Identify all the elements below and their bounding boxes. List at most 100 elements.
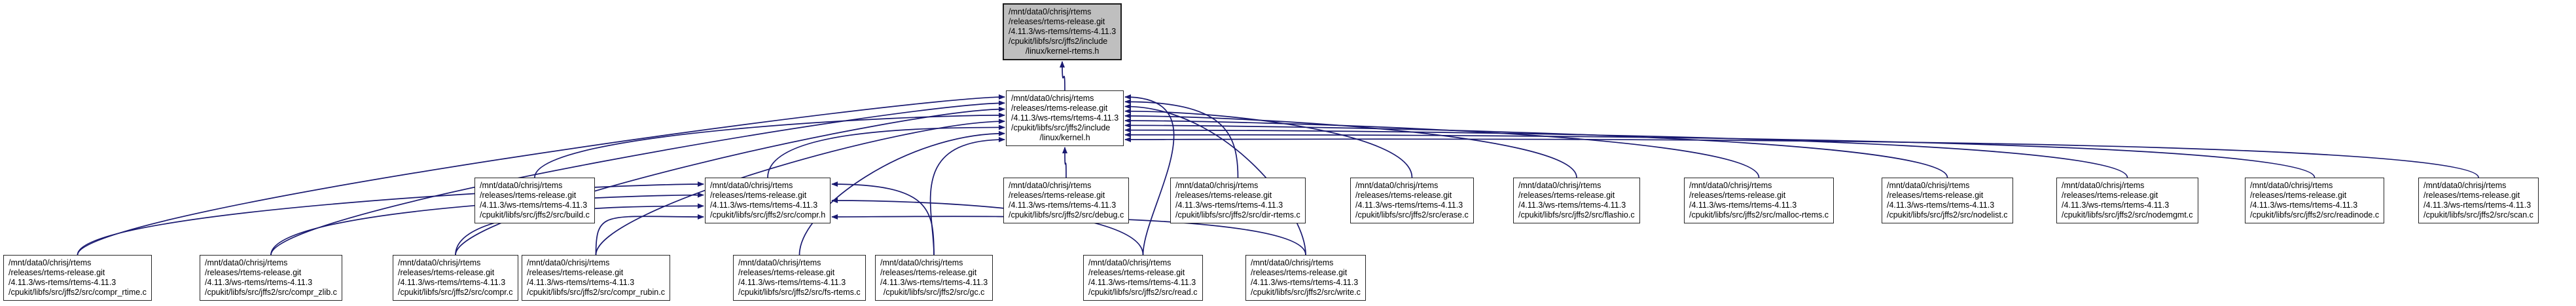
node-path-line: /releases/rtems-release.git [1011, 104, 1108, 113]
graph-node-malloc_rtems_c[interactable]: /mnt/data0/chrisj/rtems/releases/rtems-r… [1684, 178, 1834, 223]
node-path-line: /mnt/data0/chrisj/rtems [9, 258, 92, 267]
node-path-line: /releases/rtems-release.git [2062, 191, 2158, 200]
node-path-line: /cpukit/libfs/src/jffs2/src/compr.h [710, 210, 826, 220]
graph-node-compr_h[interactable]: /mnt/data0/chrisj/rtems/releases/rtems-r… [705, 178, 831, 223]
node-path-line: /releases/rtems-release.git [1009, 191, 1105, 200]
node-path-line: /releases/rtems-release.git [9, 268, 105, 277]
graph-node-nodemgmt_c[interactable]: /mnt/data0/chrisj/rtems/releases/rtems-r… [2056, 178, 2198, 223]
node-path-line: /releases/rtems-release.git [1355, 191, 1452, 200]
node-path-line: /cpukit/libfs/src/jffs2/src/build.c [480, 210, 590, 220]
node-path-line: /4.11.3/ws-rtems/rtems-4.11.3 [1009, 27, 1117, 36]
include-edge-debug_c-to-kernel_h [1062, 147, 1068, 178]
include-edge-readinode_c-to-kernel_h [1124, 132, 2316, 178]
graph-node-debug_c[interactable]: /mnt/data0/chrisj/rtems/releases/rtems-r… [1003, 178, 1130, 223]
node-path-line: /4.11.3/ws-rtems/rtems-4.11.3 [880, 278, 988, 287]
node-path-line: /cpukit/libfs/src/jffs2/src/erase.c [1355, 210, 1469, 220]
include-edge-gc_c-to-kernel_h [929, 137, 1005, 256]
node-path-line: /releases/rtems-release.git [1009, 17, 1105, 26]
graph-node-nodelist_c[interactable]: /mnt/data0/chrisj/rtems/releases/rtems-r… [1882, 178, 2013, 223]
node-path-line: /mnt/data0/chrisj/rtems [1009, 181, 1092, 190]
node-path-line: /4.11.3/ws-rtems/rtems-4.11.3 [1011, 113, 1119, 123]
node-path-line: /mnt/data0/chrisj/rtems [1088, 258, 1172, 267]
node-path-line: /mnt/data0/chrisj/rtems [1251, 258, 1334, 267]
include-edge-read_c-to-kernel_h [1124, 94, 1175, 256]
node-path-line: /4.11.3/ws-rtems/rtems-4.11.3 [205, 278, 313, 287]
graph-node-readinode_c[interactable]: /mnt/data0/chrisj/rtems/releases/rtems-r… [2245, 178, 2385, 223]
node-path-line: /mnt/data0/chrisj/rtems [1518, 181, 1601, 190]
node-path-line: /cpukit/libfs/src/jffs2/src/flashio.c [1518, 210, 1635, 220]
node-path-line: /releases/rtems-release.git [1689, 191, 1786, 200]
node-path-line: /releases/rtems-release.git [710, 191, 807, 200]
include-edge-kernel_h-to-kernel_rtems_h [1060, 61, 1065, 91]
node-path-line: /4.11.3/ws-rtems/rtems-4.11.3 [480, 201, 588, 210]
node-path-line: /cpukit/libfs/src/jffs2/src/dir-rtems.c [1175, 210, 1300, 220]
node-path-line: /linux/kernel.h [1039, 133, 1090, 142]
node-path-line: /4.11.3/ws-rtems/rtems-4.11.3 [2424, 201, 2531, 210]
node-path-line: /mnt/data0/chrisj/rtems [2062, 181, 2145, 190]
include-edge-build_c-to-kernel_h [534, 112, 1005, 178]
graph-node-scan_c[interactable]: /mnt/data0/chrisj/rtems/releases/rtems-r… [2418, 178, 2539, 223]
node-path-line: /4.11.3/ws-rtems/rtems-4.11.3 [738, 278, 846, 287]
graph-node-compr_rtime_c[interactable]: /mnt/data0/chrisj/rtems/releases/rtems-r… [3, 255, 152, 301]
include-edge-erase_c-to-kernel_h [1124, 108, 1413, 178]
graph-node-compr_c[interactable]: /mnt/data0/chrisj/rtems/releases/rtems-r… [393, 255, 518, 301]
include-edge-dir_rtems_c-to-kernel_h [1124, 99, 1239, 178]
graph-node-read_c[interactable]: /mnt/data0/chrisj/rtems/releases/rtems-r… [1083, 255, 1203, 301]
node-path-line: /releases/rtems-release.git [2250, 191, 2347, 200]
graph-node-compr_zlib_c[interactable]: /mnt/data0/chrisj/rtems/releases/rtems-r… [200, 255, 342, 301]
node-path-line: /4.11.3/ws-rtems/rtems-4.11.3 [1251, 278, 1359, 287]
node-path-line: /4.11.3/ws-rtems/rtems-4.11.3 [1009, 201, 1117, 210]
node-path-line: /mnt/data0/chrisj/rtems [1011, 94, 1094, 103]
node-path-line: /mnt/data0/chrisj/rtems [1175, 181, 1259, 190]
graph-node-dir_rtems_c[interactable]: /mnt/data0/chrisj/rtems/releases/rtems-r… [1170, 178, 1306, 223]
node-path-line: /cpukit/libfs/src/jffs2/src/debug.c [1009, 210, 1124, 220]
graph-node-fs_rtems_c[interactable]: /mnt/data0/chrisj/rtems/releases/rtems-r… [733, 255, 866, 301]
graph-node-gc_c[interactable]: /mnt/data0/chrisj/rtems/releases/rtems-r… [875, 255, 993, 301]
node-path-line: /cpukit/libfs/src/jffs2/src/nodemgmt.c [2062, 210, 2193, 220]
node-path-line: /cpukit/libfs/src/jffs2/src/gc.c [883, 288, 985, 297]
node-path-line: /4.11.3/ws-rtems/rtems-4.11.3 [710, 201, 818, 210]
graph-node-kernel_h[interactable]: /mnt/data0/chrisj/rtems/releases/rtems-r… [1006, 90, 1124, 146]
node-path-line: /linux/kernel-rtems.h [1025, 47, 1100, 56]
node-path-line: /releases/rtems-release.git [1175, 191, 1272, 200]
node-path-line: /releases/rtems-release.git [1251, 268, 1348, 277]
node-path-line: /mnt/data0/chrisj/rtems [205, 258, 288, 267]
node-path-line: /mnt/data0/chrisj/rtems [880, 258, 963, 267]
node-path-line: /cpukit/libfs/src/jffs2/src/read.c [1088, 288, 1198, 297]
graph-node-flashio_c[interactable]: /mnt/data0/chrisj/rtems/releases/rtems-r… [1513, 178, 1640, 223]
include-edge-compr_h-to-kernel_h [767, 124, 1005, 178]
node-path-line: /cpukit/libfs/src/jffs2/src/malloc-rtems… [1689, 210, 1829, 220]
node-path-line: /4.11.3/ws-rtems/rtems-4.11.3 [2250, 201, 2358, 210]
node-path-line: /4.11.3/ws-rtems/rtems-4.11.3 [1175, 201, 1283, 210]
include-edge-gc_c-to-compr_h [831, 182, 935, 256]
graph-node-erase_c[interactable]: /mnt/data0/chrisj/rtems/releases/rtems-r… [1350, 178, 1474, 223]
node-path-line: /cpukit/libfs/src/jffs2/src/compr_zlib.c [205, 288, 337, 297]
node-path-line: /4.11.3/ws-rtems/rtems-4.11.3 [1518, 201, 1626, 210]
node-path-line: /4.11.3/ws-rtems/rtems-4.11.3 [1689, 201, 1797, 210]
node-path-line: /4.11.3/ws-rtems/rtems-4.11.3 [1088, 278, 1196, 287]
include-edge-nodemgmt_c-to-kernel_h [1124, 127, 2128, 178]
node-path-line: /cpukit/libfs/src/jffs2/src/write.c [1251, 288, 1361, 297]
node-path-line: /cpukit/libfs/src/jffs2/src/fs-rtems.c [738, 288, 861, 297]
node-path-line: /mnt/data0/chrisj/rtems [738, 258, 821, 267]
node-path-line: /mnt/data0/chrisj/rtems [527, 258, 610, 267]
node-path-line: /cpukit/libfs/src/jffs2/include [1009, 37, 1108, 46]
graph-node-kernel_rtems_h[interactable]: /mnt/data0/chrisj/rtems/releases/rtems-r… [1003, 3, 1122, 60]
node-path-line: /4.11.3/ws-rtems/rtems-4.11.3 [527, 278, 635, 287]
node-path-line: /4.11.3/ws-rtems/rtems-4.11.3 [1355, 201, 1463, 210]
node-path-line: /releases/rtems-release.git [398, 268, 495, 277]
include-edge-scan_c-to-kernel_h [1124, 136, 2479, 178]
node-path-line: /cpukit/libfs/src/jffs2/src/compr.c [398, 288, 513, 297]
node-path-line: /releases/rtems-release.git [527, 268, 624, 277]
node-path-line: /4.11.3/ws-rtems/rtems-4.11.3 [2062, 201, 2170, 210]
graph-node-write_c[interactable]: /mnt/data0/chrisj/rtems/releases/rtems-r… [1245, 255, 1366, 301]
node-path-line: /mnt/data0/chrisj/rtems [1689, 181, 1772, 190]
graph-node-build_c[interactable]: /mnt/data0/chrisj/rtems/releases/rtems-r… [474, 178, 595, 223]
include-edge-flashio_c-to-kernel_h [1124, 113, 1577, 178]
graph-node-compr_rubin_c[interactable]: /mnt/data0/chrisj/rtems/releases/rtems-r… [522, 255, 670, 301]
node-path-line: /mnt/data0/chrisj/rtems [1009, 7, 1092, 16]
include-edge-compr_rtime_c-to-kernel_h [77, 94, 1005, 256]
node-path-line: /cpukit/libfs/src/jffs2/src/readinode.c [2250, 210, 2380, 220]
node-path-line: /4.11.3/ws-rtems/rtems-4.11.3 [398, 278, 506, 287]
